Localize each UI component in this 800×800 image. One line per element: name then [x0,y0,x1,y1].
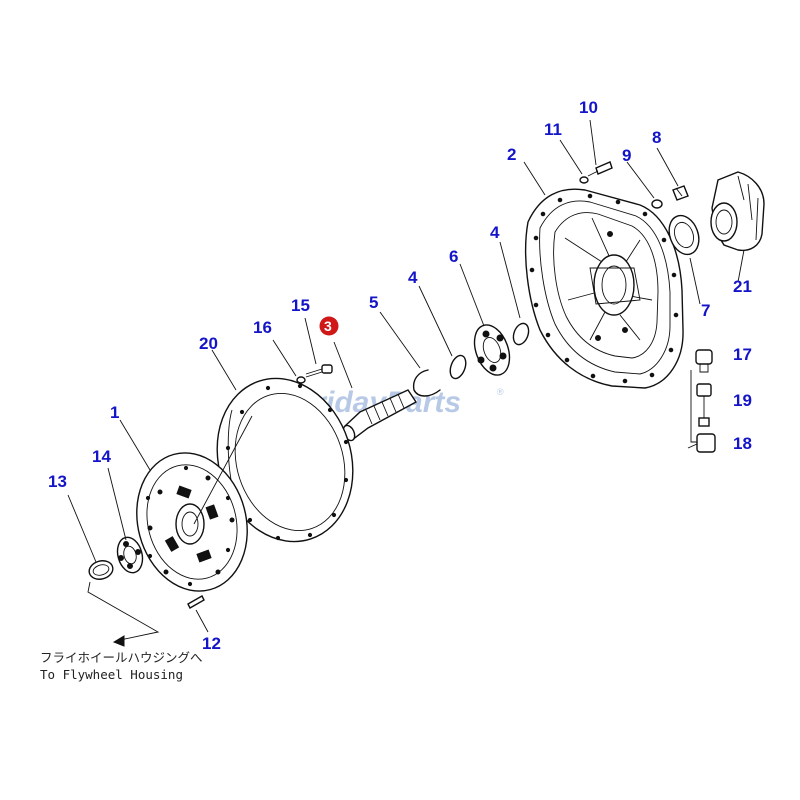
watermark-registered-mark: ® [497,387,504,397]
callout-8: 8 [652,128,661,147]
flywheel-caption: フライホイールハウジングへ To Flywheel Housing [40,650,203,682]
flywheel-pointer [87,581,160,647]
part-5-snap-ring [412,369,441,397]
callout-4-front: 4 [408,268,418,287]
part-9-o-ring [651,199,663,209]
part-13-seal [88,560,114,580]
callout-17: 17 [733,345,752,364]
callout-12: 12 [202,634,221,653]
callout-4-rear: 4 [490,223,500,242]
callout-14: 14 [92,447,111,466]
part-4-snap-ring-rear [512,322,530,346]
part-7-seal [668,214,700,256]
part-1-damper-disc [136,452,248,592]
part-18-sensor [687,433,716,453]
part-15-bolt [305,364,333,378]
callout-10: 10 [579,98,598,117]
part-3-shaft [342,389,418,442]
fitting-leader [690,370,697,443]
leader-lines [67,119,745,633]
part-11-washer [579,176,589,184]
part-10-bolt [587,161,613,177]
part-2-housing [524,188,684,389]
callout-18: 18 [733,434,752,453]
callout-11: 11 [544,120,562,139]
callout-9: 9 [622,146,631,165]
part-19-connector [696,383,712,427]
callout-16: 16 [253,318,272,337]
callout-19: 19 [733,391,752,410]
callout-20: 20 [199,334,218,353]
caption-english: To Flywheel Housing [40,667,183,682]
callout-7: 7 [701,301,710,320]
part-21-flange [710,171,765,252]
callout-5: 5 [369,293,378,312]
caption-japanese: フライホイールハウジングへ [40,650,203,665]
callout-3: 3 [324,318,332,334]
part-6-bearing [473,324,511,376]
callout-3-highlight [319,316,339,336]
part-14-bearing [116,536,144,574]
callout-21: 21 [733,277,752,296]
callout-13: 13 [48,472,67,491]
callout-15: 15 [291,296,310,315]
callout-1: 1 [110,403,119,422]
callouts: 1 2 3 4 4 5 6 7 8 9 10 11 12 13 14 15 16… [48,98,752,653]
part-17-fitting [695,349,713,373]
part-8-plug [672,185,689,201]
callout-6: 6 [449,247,458,266]
part-12-pin [187,595,205,609]
part-4-snap-ring-front [449,354,467,380]
callout-2: 2 [507,145,516,164]
part-16-washer [296,376,306,384]
